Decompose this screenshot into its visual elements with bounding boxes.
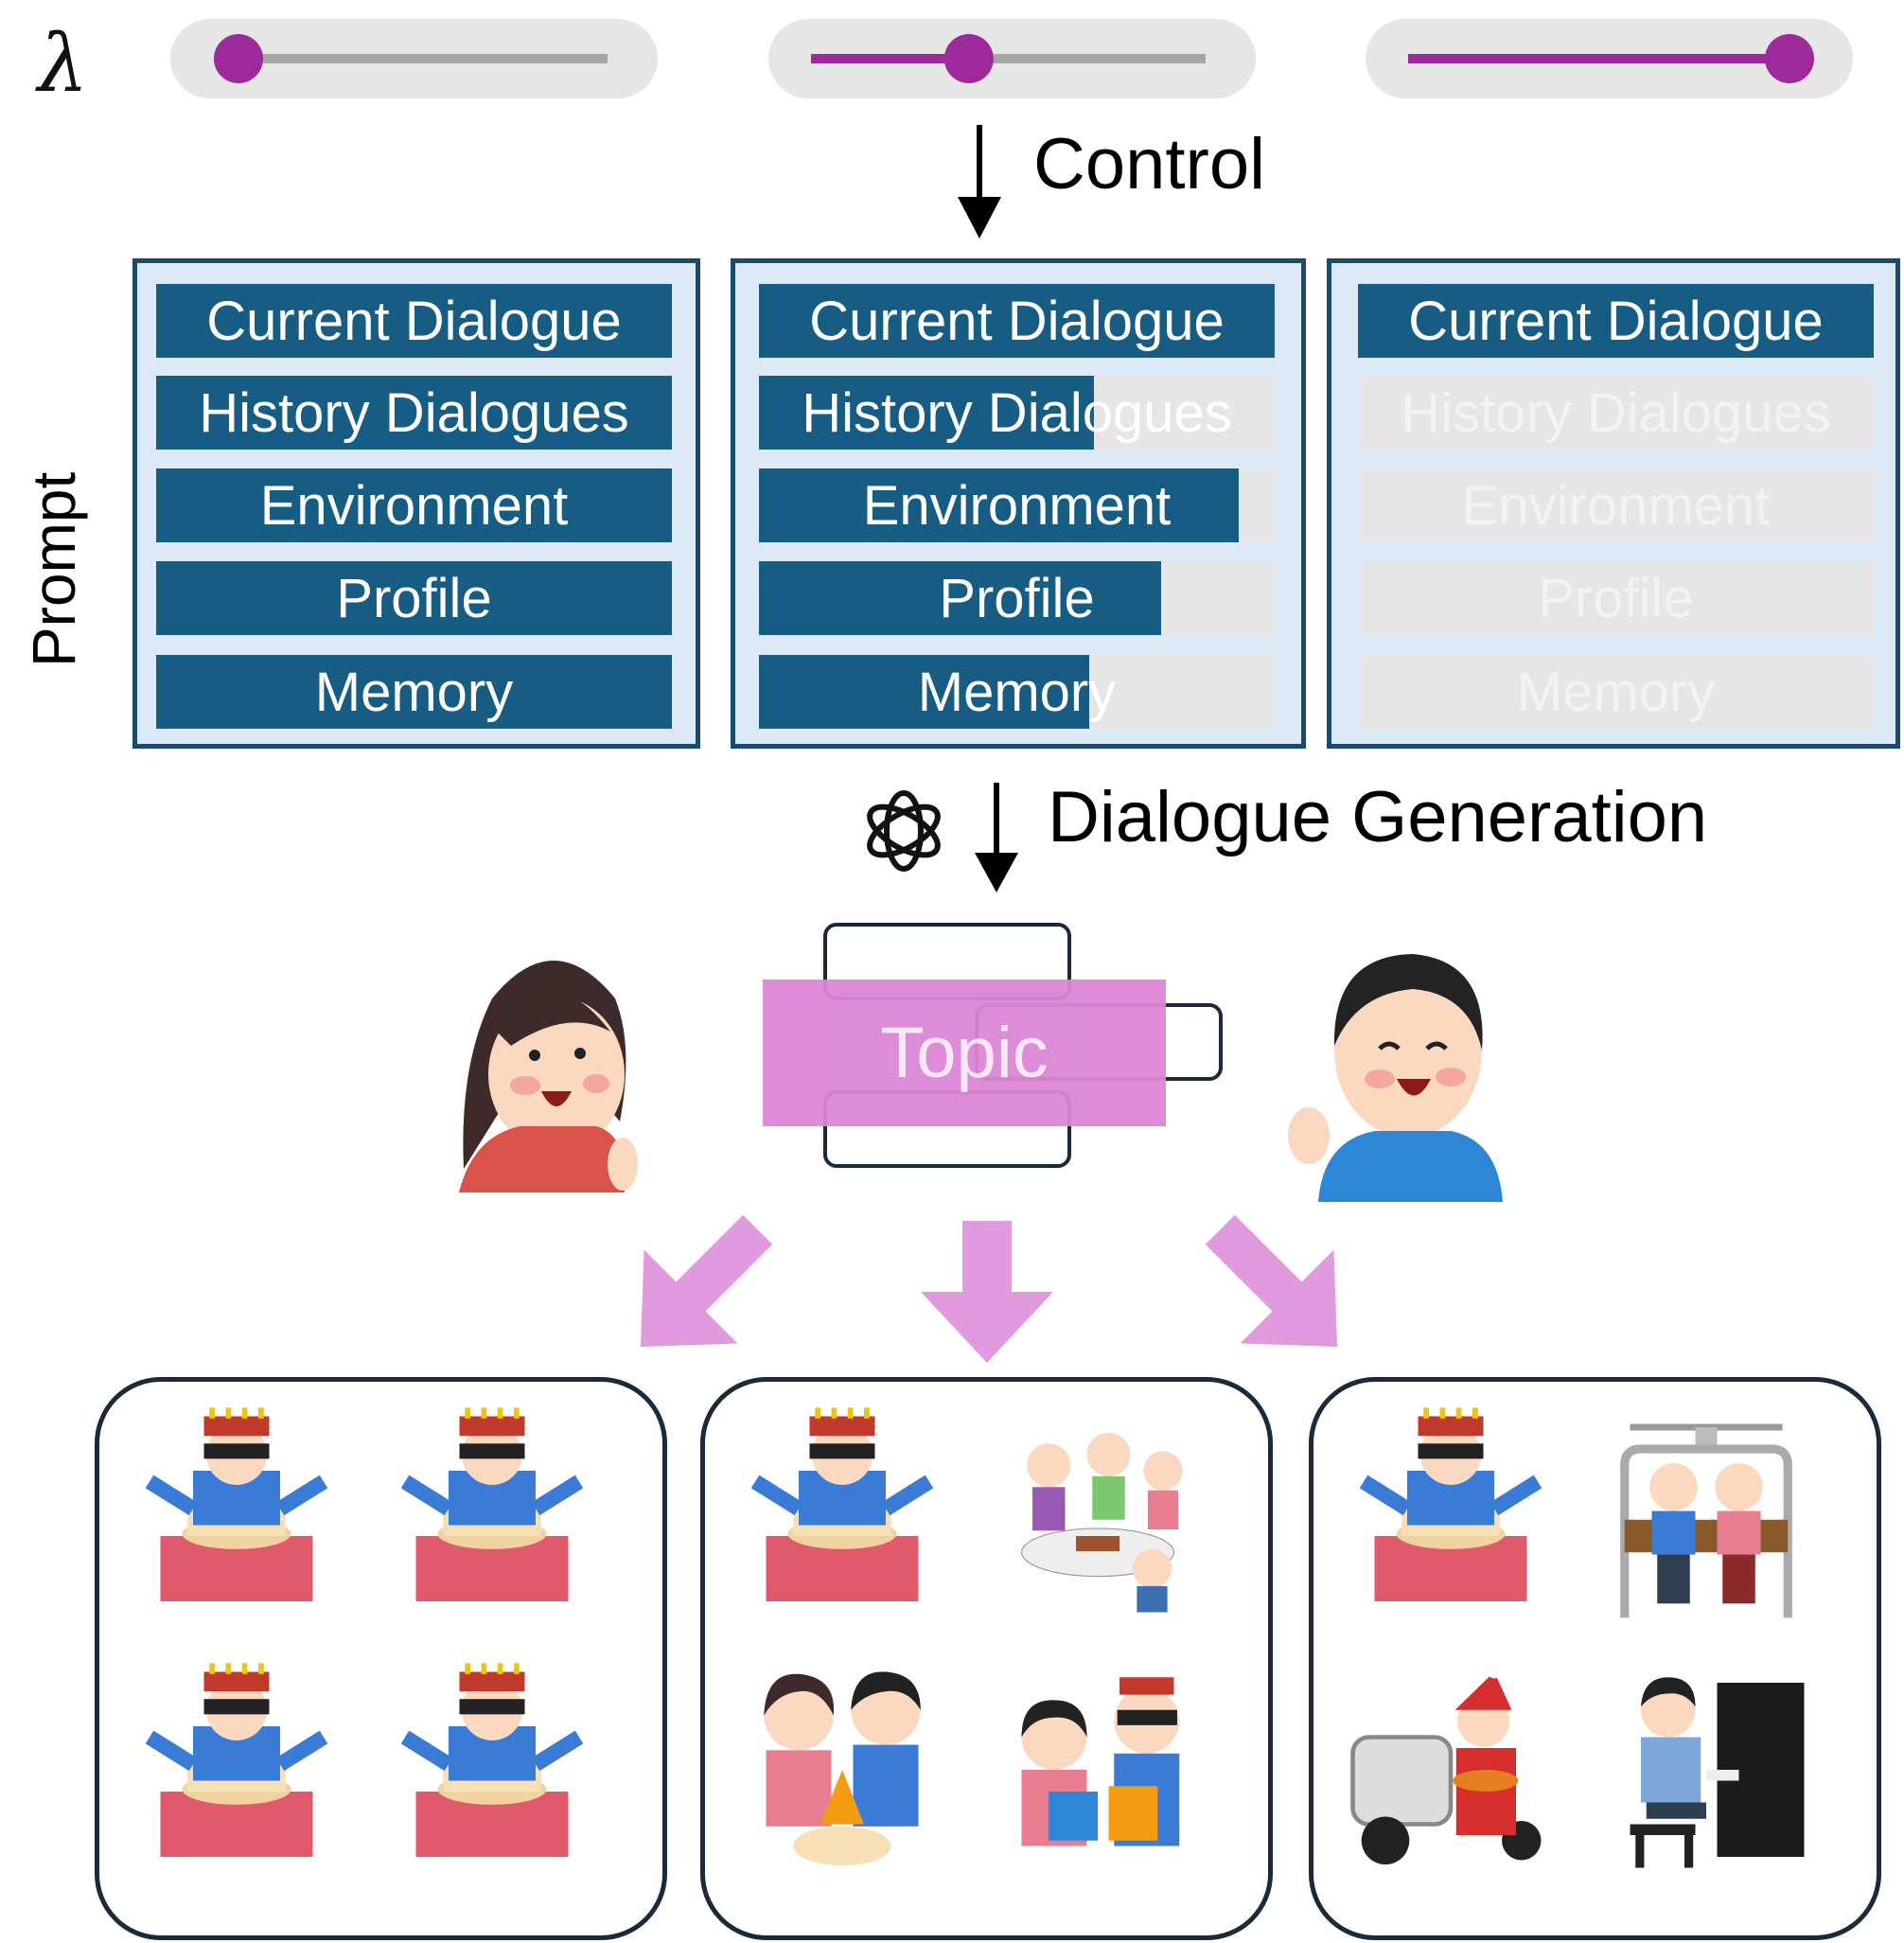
prompt-bar-label: Memory xyxy=(917,661,1117,723)
prompt-bar-label: Memory xyxy=(1516,661,1716,723)
arrow-down-right-icon xyxy=(1205,1214,1338,1348)
prompt-bar-1-2: History Dialogues xyxy=(156,376,672,450)
lambda-slider-1[interactable] xyxy=(170,19,658,98)
bar-track xyxy=(1358,655,1874,729)
prompt-bar-1-4: Profile xyxy=(156,561,672,635)
slider-track-1 xyxy=(214,34,608,83)
bar-fill xyxy=(759,655,1089,729)
slider-knob-3 xyxy=(1765,34,1814,83)
bar-fill xyxy=(156,561,672,635)
slider-knob-2 xyxy=(943,34,994,83)
man-speaker-icon xyxy=(1288,954,1503,1202)
prompt-bar-label: Memory xyxy=(314,661,514,723)
gift-exchange-icon xyxy=(1021,1677,1180,1846)
bar-fill xyxy=(759,376,1095,450)
bar-fill xyxy=(759,468,1239,542)
bar-track xyxy=(1358,376,1874,450)
prompt-bar-label: Current Dialogue xyxy=(206,290,622,352)
prompt-bar-1-1: Current Dialogue xyxy=(156,284,672,358)
bar-fill xyxy=(156,655,672,729)
prompt-bar-2-1: Current Dialogue xyxy=(759,284,1275,358)
prompt-bar-1-3: Environment xyxy=(156,468,672,542)
prompt-bar-3-2: History Dialogues xyxy=(1358,376,1874,450)
prompt-bar-label: Environment xyxy=(259,474,569,537)
piano-player-icon xyxy=(1630,1677,1805,1868)
slider-knob-1 xyxy=(214,34,263,83)
birthday-boy-icon xyxy=(750,1407,934,1601)
prompt-label: Prompt xyxy=(20,471,88,667)
prompt-bar-2-3: Environment xyxy=(759,468,1275,542)
birthday-boy-icon xyxy=(400,1663,584,1857)
birthday-boy-icon xyxy=(1359,1407,1543,1601)
couple-cake-icon xyxy=(764,1671,921,1866)
prompt-bar-3-4: Profile xyxy=(1358,561,1874,635)
prompt-bar-2-2: History Dialogues xyxy=(759,376,1275,450)
santa-pizza-delivery-icon xyxy=(1350,1665,1542,1865)
prompt-bar-3-5: Memory xyxy=(1358,655,1874,729)
arrow-down-left-icon xyxy=(640,1214,773,1348)
prompt-bar-label: Current Dialogue xyxy=(809,290,1225,352)
ski-lift-couple-icon xyxy=(1620,1423,1792,1618)
bar-track xyxy=(1358,561,1874,635)
slider-track-3 xyxy=(1408,34,1814,83)
prompt-bar-label: Profile xyxy=(939,567,1095,629)
prompt-bar-label: Environment xyxy=(862,474,1172,537)
prompt-bar-label: Current Dialogue xyxy=(1408,290,1824,352)
birthday-boy-icon xyxy=(145,1407,328,1601)
lambda-slider-3[interactable] xyxy=(1366,19,1853,98)
prompt-bar-label: History Dialogues xyxy=(802,381,1232,444)
control-label: Control xyxy=(1033,124,1265,204)
openai-logo-icon xyxy=(867,790,941,872)
prompt-bar-label: Profile xyxy=(1538,567,1694,629)
slider-track-2 xyxy=(811,34,1206,83)
birthday-boy-icon xyxy=(400,1407,584,1601)
prompt-bar-2-5: Memory xyxy=(759,655,1275,729)
topic-label: Topic xyxy=(880,1013,1049,1093)
arrow-down-icon xyxy=(921,1221,1053,1363)
bar-fill xyxy=(156,376,672,450)
prompt-bar-label: History Dialogues xyxy=(1401,381,1831,444)
woman-speaker-icon xyxy=(459,961,638,1192)
bar-fill xyxy=(156,284,672,358)
bar-fill xyxy=(759,561,1162,635)
bar-fill xyxy=(1358,284,1874,358)
prompt-bar-3-1: Current Dialogue xyxy=(1358,284,1874,358)
prompt-bar-2-4: Profile xyxy=(759,561,1275,635)
lambda-symbol: λ xyxy=(38,17,89,110)
prompt-bar-label: History Dialogues xyxy=(199,381,629,444)
prompt-bar-1-5: Memory xyxy=(156,655,672,729)
birthday-boy-icon xyxy=(145,1663,328,1857)
prompt-bar-label: Environment xyxy=(1461,474,1771,537)
generation-label: Dialogue Generation xyxy=(1048,777,1708,857)
pink-arrows xyxy=(640,1214,1338,1363)
bar-fill xyxy=(156,468,672,542)
control-arrow-icon xyxy=(958,125,1001,238)
bar-fill xyxy=(759,284,1275,358)
bar-track xyxy=(1358,468,1874,542)
prompt-bar-label: Profile xyxy=(336,567,492,629)
lambda-slider-2[interactable] xyxy=(768,19,1256,98)
prompt-bar-3-3: Environment xyxy=(1358,468,1874,542)
party-group-icon xyxy=(1020,1432,1183,1613)
topic-box: Topic xyxy=(763,980,1166,1126)
generation-arrow-icon xyxy=(975,783,1018,892)
